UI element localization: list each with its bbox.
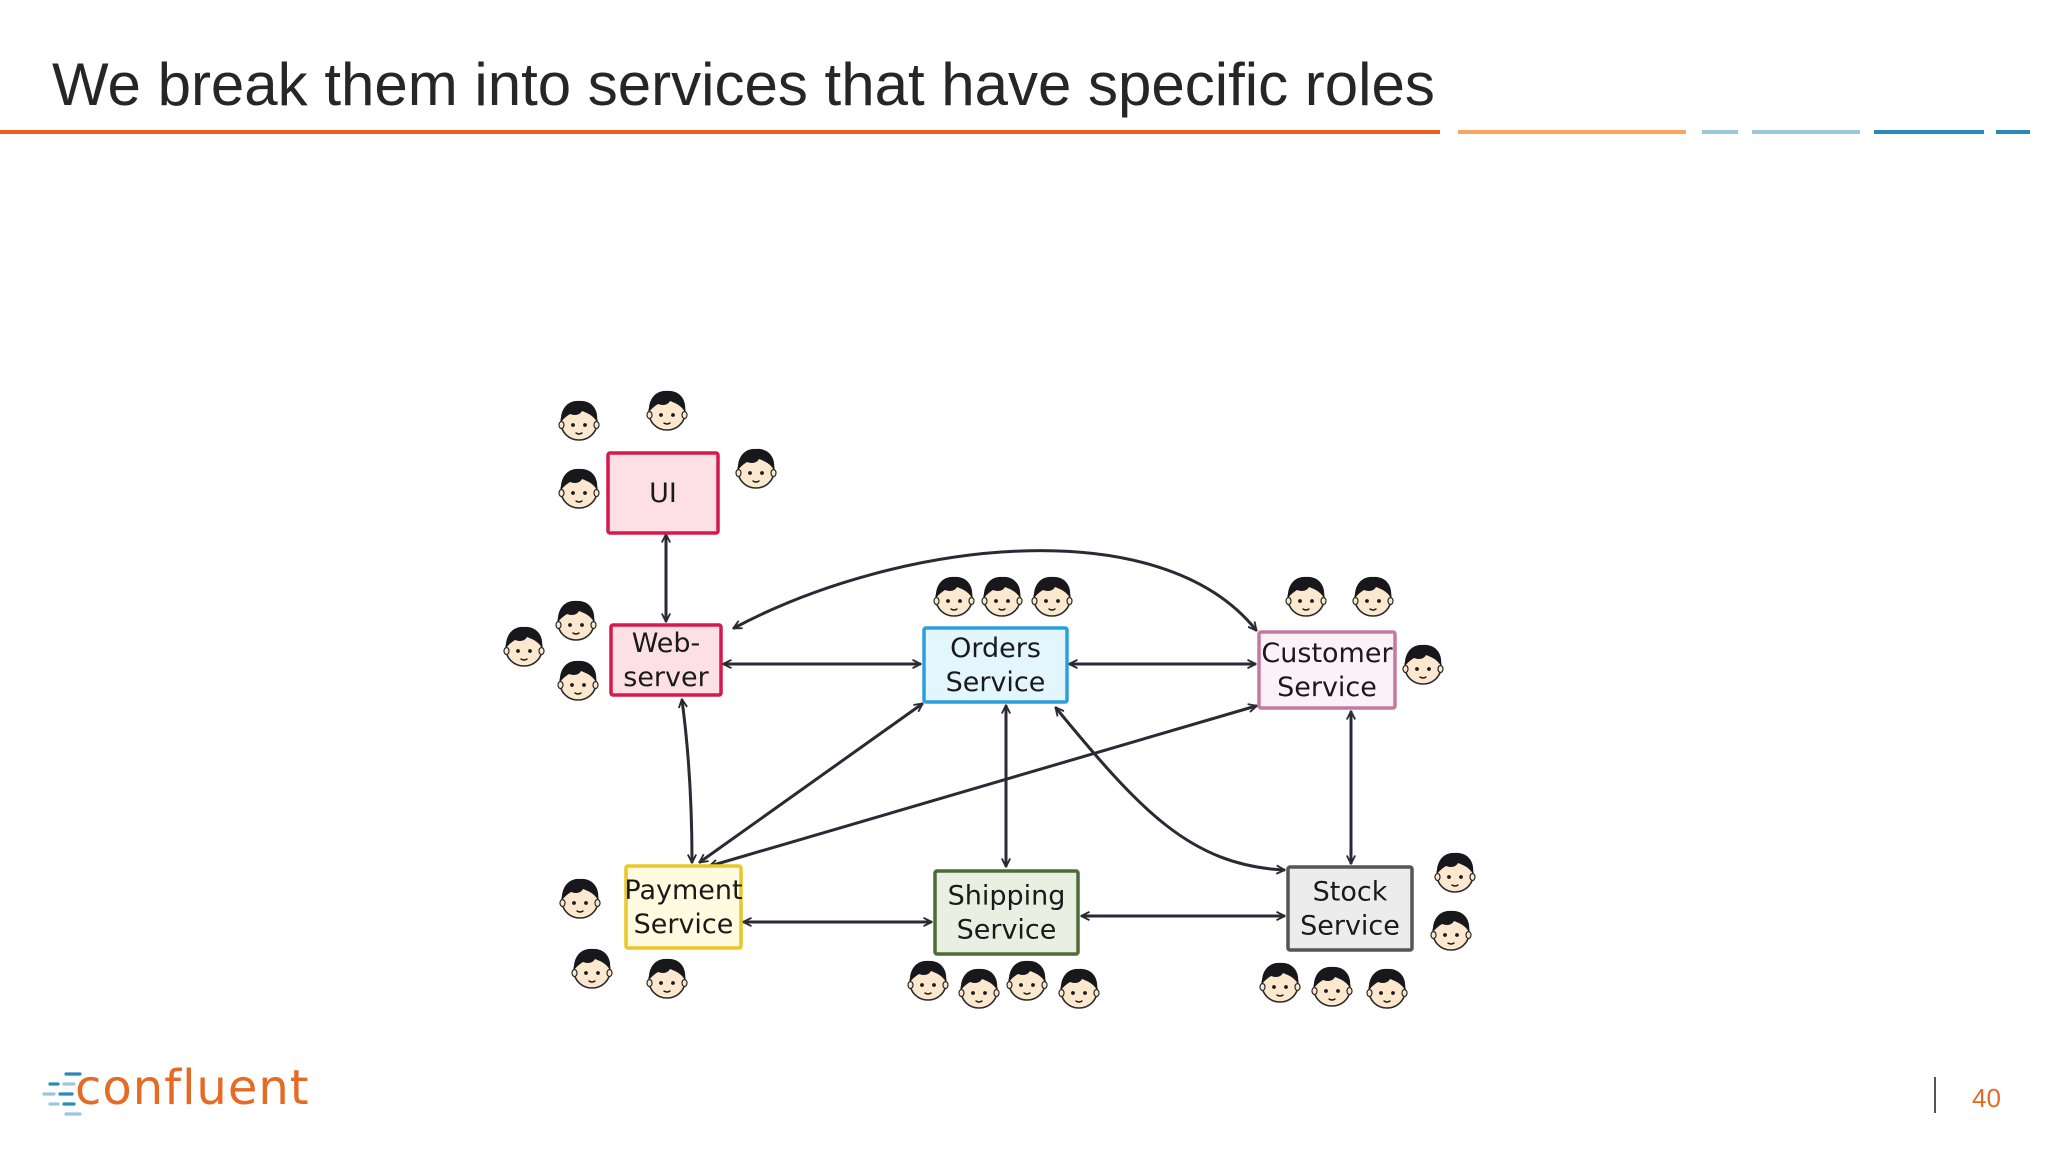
- rule-segment-orange-light: [1458, 130, 1686, 134]
- edge-orders-payment: [700, 704, 922, 862]
- node-stock-label: Stock: [1313, 877, 1388, 908]
- developer-face-icon: [933, 576, 975, 617]
- developer-face-icon: [555, 600, 597, 641]
- node-shipping-label: Service: [957, 915, 1057, 946]
- node-orders-label: Orders: [950, 633, 1041, 664]
- developer-face-icon: [1259, 962, 1301, 1003]
- node-payment-label: Payment: [624, 875, 742, 906]
- developer-face-icon: [958, 968, 1000, 1009]
- node-orders-box: [922, 626, 1069, 704]
- edge-web-payment: [682, 700, 692, 862]
- developer-face-icon: [1031, 576, 1073, 617]
- node-web-label: Web-: [632, 628, 701, 659]
- developer-face-icon: [1430, 910, 1472, 951]
- developer-face-icon: [1285, 576, 1327, 617]
- developer-face-icon: [735, 448, 777, 489]
- node-payment-box: [624, 864, 743, 950]
- edge-orders-stock: [1056, 708, 1284, 870]
- edge-web-customer: [734, 549, 1256, 630]
- slide-title: We break them into services that have sp…: [52, 51, 1435, 118]
- rule-segment-blue-light-short: [1702, 130, 1738, 134]
- rule-segment-blue-dark: [1874, 130, 1984, 134]
- node-web-label: server: [623, 662, 709, 693]
- edge-customer-payment: [710, 706, 1256, 866]
- node-web-box: [609, 623, 723, 697]
- node-web: Web-server: [609, 623, 723, 697]
- node-shipping-box: [933, 869, 1080, 956]
- developer-face-icon: [558, 400, 600, 441]
- node-customer-label: Service: [1277, 672, 1377, 703]
- developer-face-icon: [1434, 852, 1476, 893]
- developer-face-icon: [646, 958, 688, 999]
- node-shipping-label: Shipping: [948, 881, 1066, 912]
- node-payment-label: Service: [634, 909, 734, 940]
- developer-face-icon: [503, 626, 545, 667]
- node-ui: UI: [606, 451, 720, 535]
- developer-face-icon: [1402, 644, 1444, 685]
- developer-face-icon: [1311, 966, 1353, 1007]
- confluent-logo-text: confluent: [75, 1060, 310, 1116]
- page-number-divider: [1934, 1077, 1936, 1113]
- confluent-logo-icon: [42, 1072, 82, 1116]
- node-ui-label: UI: [649, 478, 677, 509]
- developer-face-icon: [571, 948, 613, 989]
- developer-face-icon: [558, 468, 600, 509]
- developer-face-icon: [559, 878, 601, 919]
- developer-face-icon: [981, 576, 1023, 617]
- developer-face-icon: [1366, 968, 1408, 1009]
- node-customer-box: [1257, 630, 1397, 710]
- node-stock-label: Service: [1300, 911, 1400, 942]
- page-number: 40: [1972, 1083, 2001, 1113]
- developer-face-icon: [646, 390, 688, 431]
- developer-face-icon: [1006, 960, 1048, 1001]
- node-customer-label: Customer: [1261, 638, 1393, 669]
- rule-segment-blue-dark-short: [1996, 130, 2030, 134]
- developer-face-icon: [557, 660, 599, 701]
- rule-segment-blue-light: [1752, 130, 1860, 134]
- node-orders-label: Service: [946, 667, 1046, 698]
- developer-face-icon: [1058, 968, 1100, 1009]
- developer-face-icon: [907, 960, 949, 1001]
- title-rule: [0, 130, 1440, 134]
- node-ui-box: [606, 451, 720, 535]
- node-stock-box: [1286, 865, 1414, 952]
- developer-face-icon: [1352, 576, 1394, 617]
